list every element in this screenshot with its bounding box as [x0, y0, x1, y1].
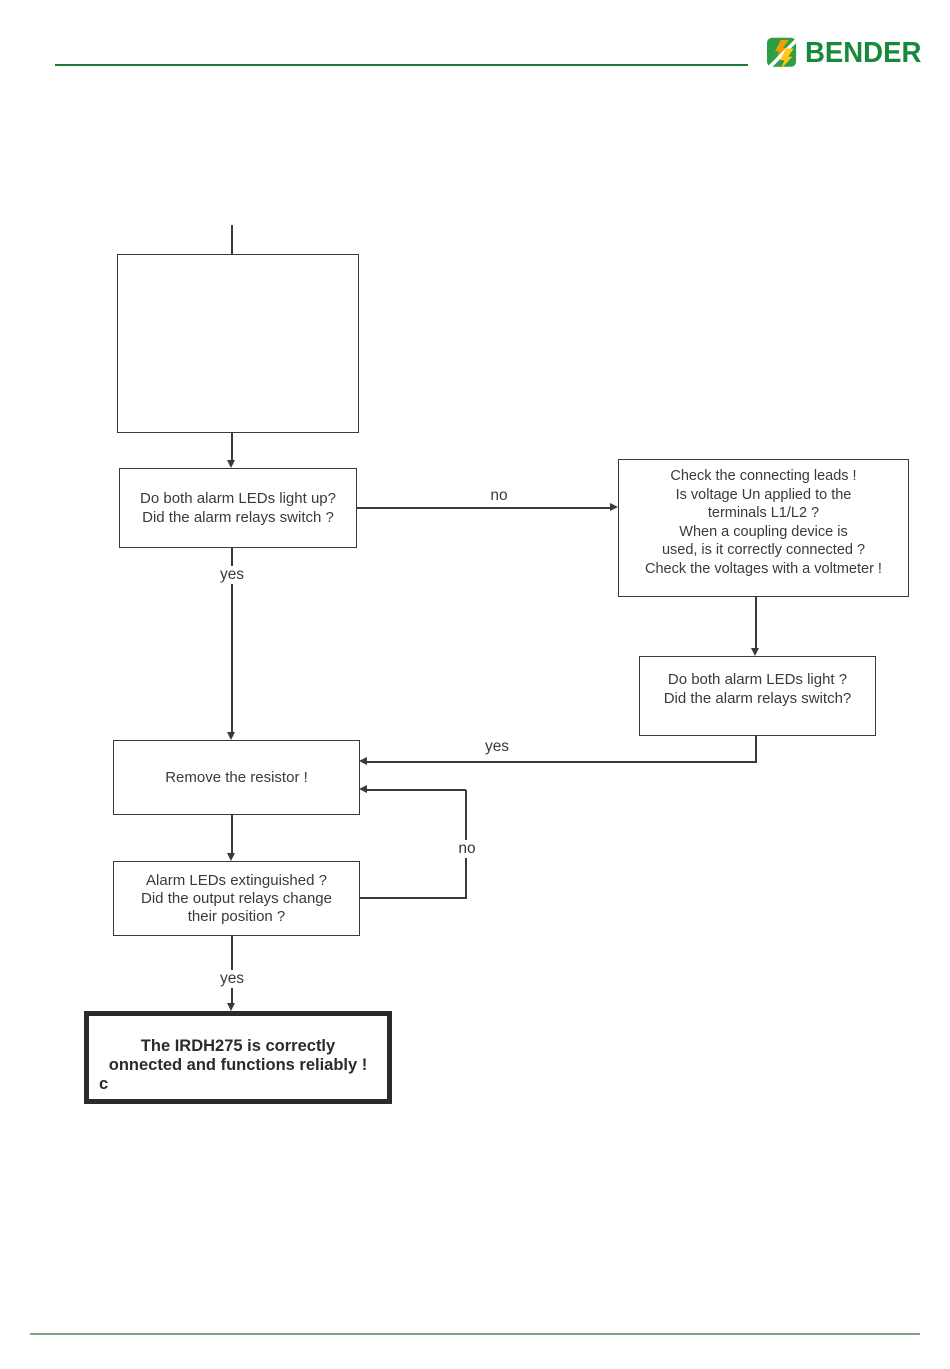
connector-q2-down — [755, 736, 757, 762]
box-text-line: Remove the resistor ! — [165, 769, 308, 786]
header-rule — [55, 64, 748, 66]
connector-entry — [231, 225, 233, 262]
flow-box-q-leds-up: Do both alarm LEDs light up? Did the ala… — [119, 468, 357, 548]
connector-no-loop-bottom — [360, 897, 467, 899]
footer-rule — [30, 1333, 920, 1335]
box-text-line: their position ? — [187, 907, 286, 925]
connector-resistor-q3 — [231, 815, 233, 854]
edge-label-yes: yes — [480, 738, 514, 756]
box-text-line: Did the output relays change — [141, 889, 332, 907]
flow-box-q-extinguished: Alarm LEDs extinguished ? Did the output… — [113, 861, 360, 936]
arrowhead-down-icon — [227, 732, 235, 740]
edge-label-no: no — [486, 487, 512, 505]
flow-box-result: The IRDH275 is correctly onnected and fu… — [84, 1011, 392, 1104]
brand-wordmark: BENDER — [804, 37, 921, 69]
box-text-line: used, is it correctly connected ? — [661, 542, 866, 559]
arrowhead-right-icon — [610, 503, 618, 511]
connector-no-branch — [357, 507, 610, 509]
connector-yes-q1 — [231, 547, 233, 732]
box-text-line: The IRDH275 is correctly — [140, 1037, 336, 1055]
edge-label-yes: yes — [215, 566, 249, 584]
box-text-line: Do both alarm LEDs light up? — [140, 490, 336, 507]
bender-logo: BENDER — [767, 32, 927, 74]
connector-start-q1 — [231, 433, 233, 460]
box-text-line: Is voltage Un applied to the — [675, 486, 852, 503]
arrowhead-down-icon — [227, 460, 235, 468]
box-text-line: c — [99, 1075, 109, 1093]
arrowhead-down-icon — [227, 1003, 235, 1011]
box-text-line: Did the alarm relays switch ? — [142, 509, 334, 526]
arrowhead-left-icon — [359, 757, 367, 765]
connector-yes-result — [231, 936, 233, 1003]
edge-label-yes: yes — [215, 970, 249, 988]
flow-box-remove-resistor: Remove the resistor ! — [113, 740, 360, 815]
box-text-line: onnected and functions reliably ! — [108, 1056, 368, 1074]
box-text-line: Check the connecting leads ! — [670, 468, 857, 484]
box-text-line: Did the alarm relays switch? — [663, 690, 852, 707]
flow-box-start-empty — [117, 254, 359, 433]
bender-lightning-icon — [767, 37, 798, 70]
box-text-line: When a coupling device is — [679, 523, 848, 540]
box-text-line: Check the voltages with a voltmeter ! — [645, 560, 882, 577]
flow-box-q-leds-light: Do both alarm LEDs light ? Did the alarm… — [639, 656, 876, 736]
flow-box-check-leads: Check the connecting leads ! Is voltage … — [618, 459, 909, 597]
arrowhead-left-icon — [359, 785, 367, 793]
edge-label-no: no — [454, 840, 480, 858]
box-text-line: Alarm LEDs extinguished ? — [146, 871, 327, 889]
box-text-line: terminals L1/L2 ? — [707, 505, 820, 522]
connector-check-q2 — [755, 596, 757, 648]
arrowhead-down-icon — [227, 853, 235, 861]
arrowhead-down-icon — [751, 648, 759, 656]
box-text-line: Do both alarm LEDs light ? — [667, 671, 848, 688]
connector-q2-yes — [367, 761, 757, 763]
connector-no-loop-top — [367, 789, 466, 791]
